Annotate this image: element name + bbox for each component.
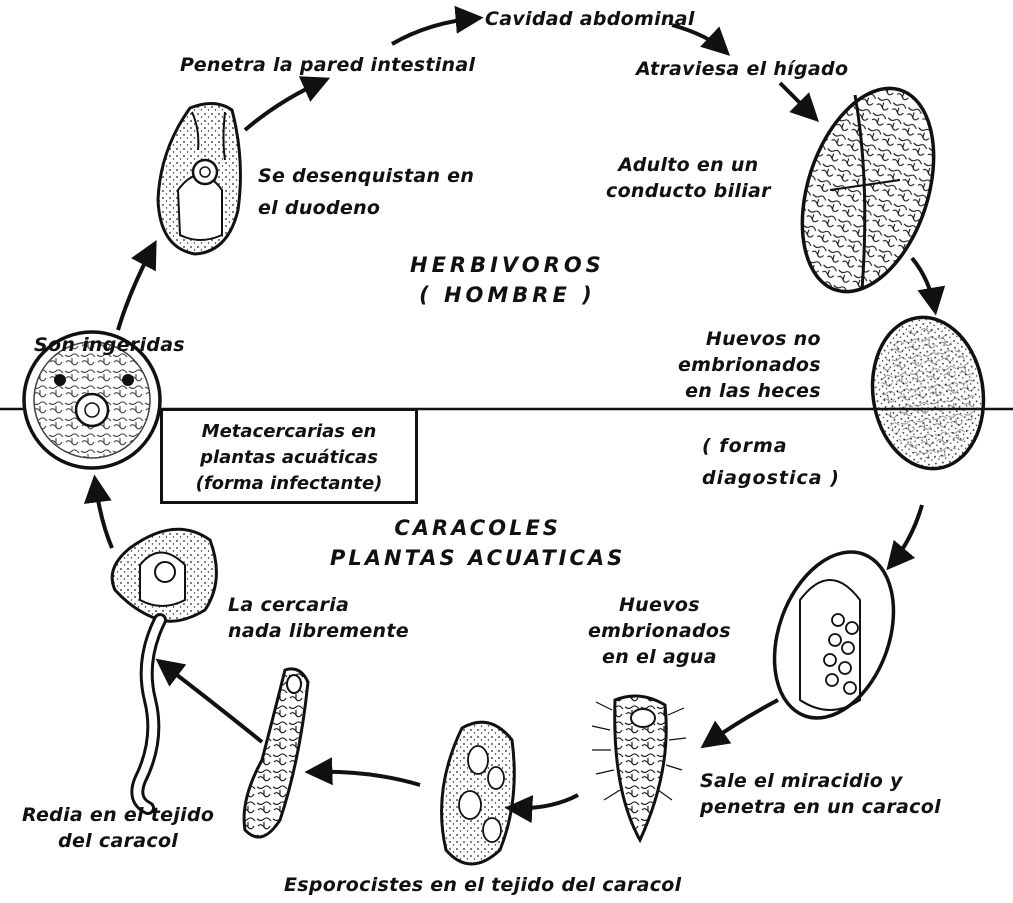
label-adulto-biliar: Adulto en un conducto biliar [606, 152, 771, 204]
arrow-to-cavidad [392, 18, 478, 44]
arrow-to-desenquiste [118, 245, 154, 330]
label-cavidad-abdominal: Cavidad abdominal [485, 6, 695, 32]
label-atraviesa-higado: Atraviesa el hígado [636, 56, 848, 82]
arrow-to-huevos-emb [890, 505, 922, 566]
unembryonated-egg-illustration [863, 310, 993, 476]
host-label-caracoles: CARACOLES PLANTAS ACUATICAS [330, 513, 625, 573]
infective-form-box: Metacercarias en plantas acuáticas (form… [160, 408, 418, 504]
arrow-to-miracidio [705, 700, 778, 745]
arrow-to-metacercaria [95, 480, 112, 548]
label-penetra-pared: Penetra la pared intestinal [180, 52, 475, 78]
label-huevos-no-embrionados: Huevos no embrionados en las heces [678, 326, 821, 404]
label-sale-miracidio: Sale el miracidio y penetra en un caraco… [700, 768, 941, 820]
label-redia: Redia en el tejido del caracol [22, 802, 214, 854]
label-forma-diagnostica: ( forma diagostica ) [702, 430, 840, 494]
label-cercaria: La cercaria nada libremente [228, 592, 409, 644]
label-desenquistan: Se desenquistan en el duodeno [258, 160, 474, 224]
arrow-to-huevos-no [912, 258, 935, 310]
host-label-herbivoros: HERBIVOROS ( HOMBRE ) [410, 250, 605, 310]
arrow-to-esporocistes [510, 795, 578, 808]
redia-illustration [244, 669, 308, 837]
arrow-to-penetra [245, 80, 325, 130]
sporocyst-illustration [442, 722, 515, 864]
arrow-to-adulto [780, 83, 815, 118]
cercaria-illustration [112, 529, 216, 808]
label-huevos-embrionados: Huevos embrionados en el agua [588, 592, 731, 670]
label-esporocistes: Esporocistes en el tejido del caracol [284, 872, 681, 898]
label-son-ingeridas: Son ingeridas [34, 332, 185, 358]
miracidium-illustration [592, 696, 686, 840]
arrow-to-cercaria [160, 662, 262, 742]
excysted-larva-illustration [158, 103, 240, 254]
arrow-to-redia [310, 772, 420, 785]
